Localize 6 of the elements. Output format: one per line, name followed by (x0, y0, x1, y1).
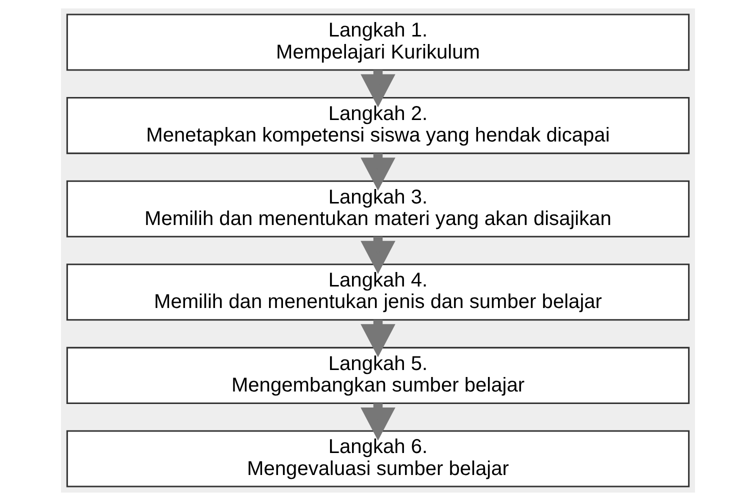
node-box: Langkah 5. Mengembangkan sumber belajar (66, 346, 690, 404)
node-box: Langkah 1. Mempelajari Kurikulum (66, 14, 690, 71)
node-box: Langkah 2. Menetapkan kompetensi siswa yang hendak dicapai (66, 97, 690, 154)
node-box: Langkah 3. Memilih dan menentukan materi yang akan disajikan (66, 180, 690, 238)
node-box: Langkah 6. Mengevaluasi sumber belajar (66, 430, 690, 488)
node-box: Langkah 4. Memilih dan menentukan jenis dan sumber belajar (66, 264, 690, 321)
